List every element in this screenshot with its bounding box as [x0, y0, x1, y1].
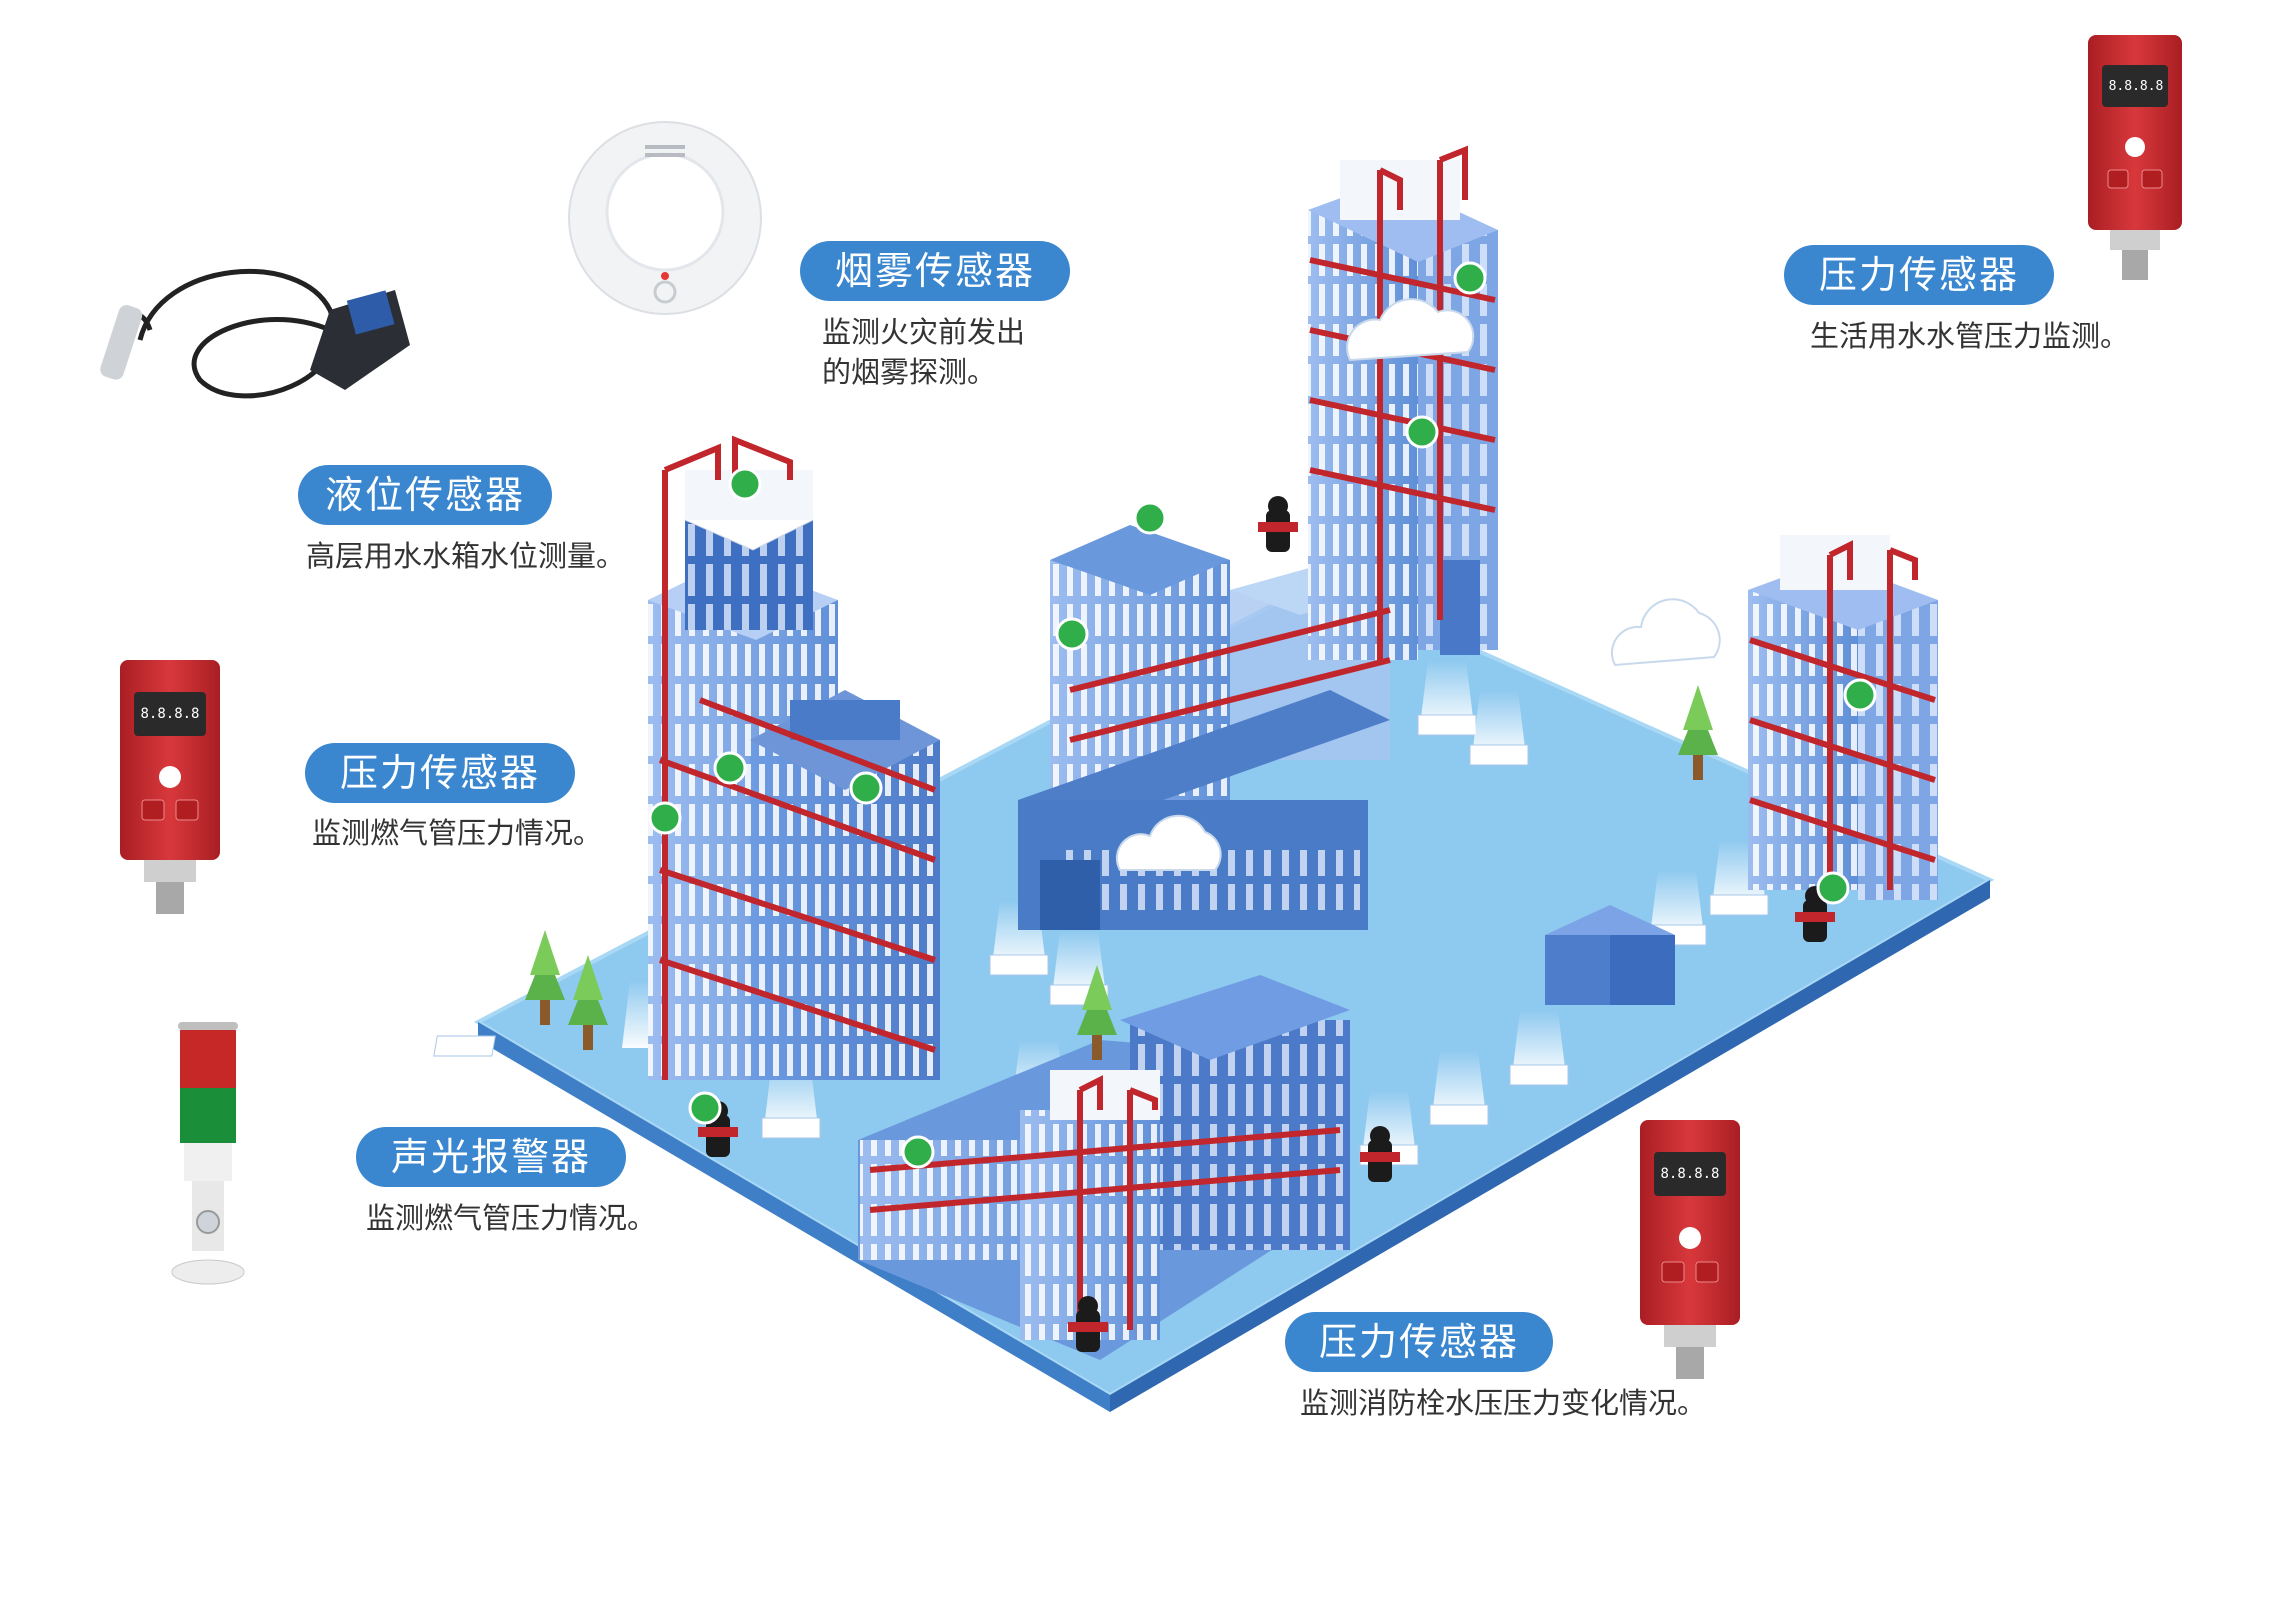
pressure-sensor-top-title: 压力传感器	[1784, 245, 2054, 305]
pressure-sensor-device-left: 8.8.8.8	[120, 660, 220, 918]
building-right-tower	[1748, 535, 1938, 900]
building-front	[858, 975, 1350, 1360]
smoke-sensor-title: 烟雾传感器	[800, 241, 1070, 301]
sound-light-alarm-image	[171, 1022, 245, 1285]
level-sensor-desc: 高层用水水箱水位测量。	[306, 539, 626, 573]
pressure-sensor-top-desc: 生活用水水管压力监测。	[1810, 319, 2130, 353]
pressure-sensor-hydrant-title: 压力传感器	[1285, 1312, 1553, 1372]
level-sensor-title: 液位传感器	[298, 465, 552, 525]
building-small-cube	[1545, 905, 1675, 1005]
smoke-detector-image	[568, 121, 762, 315]
ground-lights	[433, 660, 1769, 1166]
pressure-sensor-gas-desc: 监测燃气管压力情况。	[312, 816, 603, 850]
device-display-value: 8.8.8.8	[2108, 79, 2164, 94]
building-tall-tower	[1308, 160, 1498, 660]
pressure-sensor-device-bottom: 8.8.8.8	[1640, 1120, 1740, 1382]
alarm-desc: 监测燃气管压力情况。	[366, 1201, 657, 1235]
building-left-tower	[648, 470, 838, 1080]
smoke-sensor-desc: 监测火灾前发出 的烟雾探测。	[822, 315, 1026, 389]
pressure-sensor-body	[1640, 1120, 1740, 1379]
pressure-sensor-body	[2088, 35, 2182, 280]
pipes	[658, 145, 1936, 1350]
device-display-value: 8.8.8.8	[1660, 1166, 1720, 1182]
sensor-badges	[648, 261, 1877, 1169]
clouds	[1115, 298, 1721, 871]
pressure-sensor-device-top: 8.8.8.8	[2088, 35, 2182, 285]
pressure-sensor-gas-title: 压力传感器	[305, 743, 575, 803]
liquid-level-sensor-image	[100, 268, 410, 399]
device-display-value: 8.8.8.8	[140, 706, 200, 722]
alarm-title: 声光报警器	[356, 1127, 626, 1187]
pressure-sensor-hydrant-desc: 监测消防栓水压压力变化情况。	[1300, 1386, 1707, 1420]
trees	[525, 685, 1718, 1060]
pressure-sensor-body	[120, 660, 220, 914]
